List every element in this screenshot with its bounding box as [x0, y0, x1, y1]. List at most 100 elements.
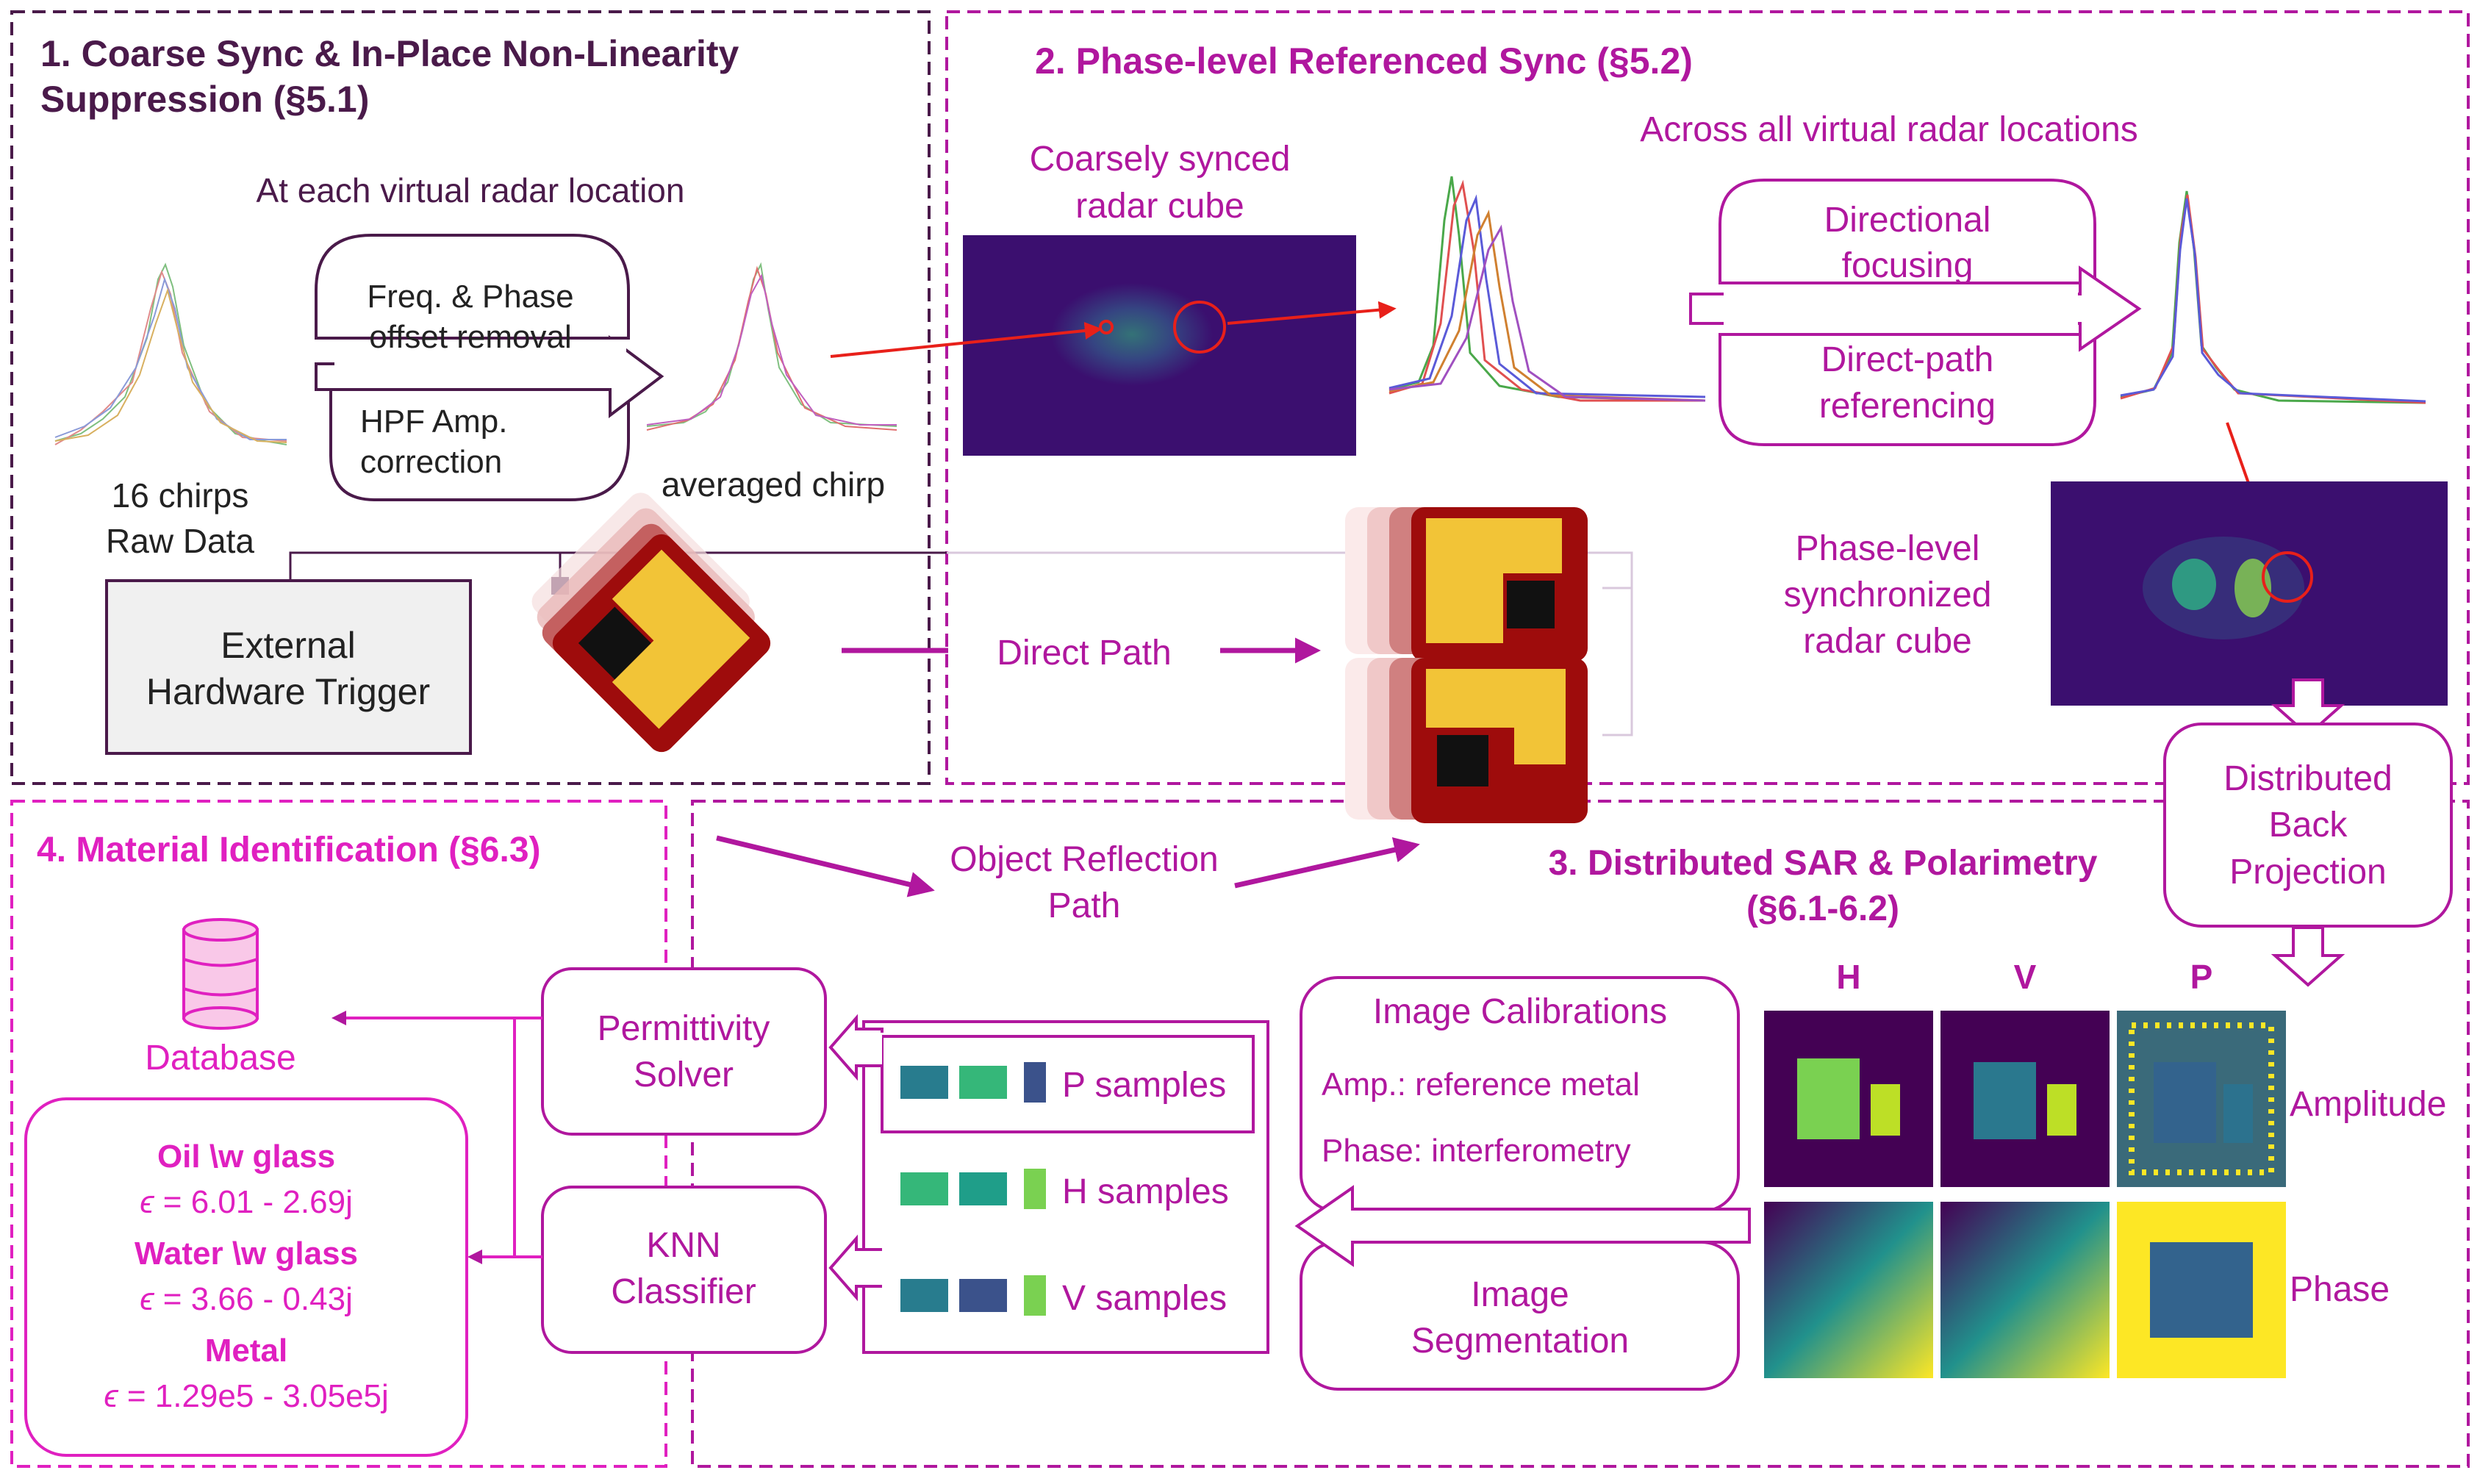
red-arrow-to-cube	[830, 321, 1103, 358]
red-arrow-from-cube	[1227, 301, 1397, 325]
col-p-label: P	[2190, 958, 2213, 996]
calib-phase: Phase: interferometry	[1322, 1133, 1631, 1169]
dbp-line2: Back	[2269, 806, 2348, 845]
section3-title-line2: (§6.1-6.2)	[1746, 889, 1899, 928]
cube-label-line1: Coarsely synced	[1030, 140, 1291, 179]
obj-path-arrow-left	[716, 835, 935, 897]
knn-line1: KNN	[646, 1226, 720, 1265]
result-water-value: ϵ = 3.66 - 0.43j	[140, 1281, 353, 1317]
focus-line2: focusing	[1842, 246, 1974, 285]
section1-title-line2: Suppression (§5.1)	[40, 79, 369, 120]
obj-path-arrow-right	[1234, 837, 1420, 889]
ref-line1: Direct-path	[1821, 340, 1994, 379]
dbp-down-arrow	[2271, 678, 2345, 737]
section1-subtitle: At each virtual radar location	[257, 171, 685, 209]
ref-line2: referencing	[1819, 387, 1996, 426]
section1-title-line1: 1. Coarse Sync & In-Place Non-Linearity	[40, 33, 739, 74]
seg-line2: Segmentation	[1411, 1322, 1629, 1361]
step2-line1: HPF Amp.	[360, 404, 508, 440]
across-label: Across all virtual radar locations	[1640, 110, 2138, 149]
result-water-name: Water \w glass	[135, 1236, 358, 1272]
averaged-chirp-waveform	[646, 262, 897, 431]
trigger-line2: Hardware Trigger	[146, 671, 430, 712]
seg-line1: Image	[1471, 1275, 1569, 1314]
samples-to-solver-arrow	[828, 1014, 884, 1081]
obj-line2: Path	[1048, 886, 1121, 925]
v-samples-label: V samples	[1062, 1279, 1227, 1318]
seg-big-arrow	[1294, 1185, 1751, 1267]
step1-line1: Freq. & Phase	[367, 279, 573, 315]
sync-label-line1: Phase-level	[1796, 529, 1980, 568]
result-oil-value: ϵ = 6.01 - 2.69j	[140, 1184, 353, 1220]
database-label: Database	[145, 1039, 295, 1078]
knn-line2: Classifier	[611, 1272, 756, 1311]
synchronized-waveform	[2120, 190, 2426, 404]
col-h-label: H	[1836, 958, 1860, 996]
coarse-sync-process	[315, 234, 664, 501]
section2-title: 2. Phase-level Referenced Sync (§5.2)	[1035, 40, 1693, 82]
radar-chip-receiver-bottom-icon	[1345, 658, 1588, 823]
h-samples-label: H samples	[1062, 1172, 1229, 1211]
v-samples-swatches	[900, 1275, 1046, 1316]
section4-title: 4. Material Identification (§6.3)	[37, 831, 541, 870]
solver-line2: Solver	[634, 1055, 734, 1094]
p-samples-swatches	[900, 1062, 1046, 1103]
amplitude-v-image	[1940, 1011, 2110, 1187]
trigger-wire	[289, 551, 947, 581]
sync-cube-circle	[2262, 551, 2313, 603]
result-oil-name: Oil \w glass	[157, 1139, 335, 1175]
step2-line2: correction	[360, 444, 502, 480]
sync-cube-halo	[2143, 537, 2304, 639]
sync-label-line2: synchronized	[1784, 576, 1992, 614]
amplitude-p-image	[2117, 1011, 2286, 1187]
coarse-cube-blob	[1051, 283, 1213, 386]
result-metal-value: ϵ = 1.29e5 - 3.05e5j	[104, 1378, 389, 1414]
segmentation-box	[1300, 1241, 1740, 1391]
col-v-label: V	[2014, 958, 2037, 996]
direct-path-label: Direct Path	[997, 634, 1171, 673]
results-box	[24, 1097, 468, 1457]
dbp-out-arrow	[2271, 926, 2345, 987]
result-metal-name: Metal	[205, 1333, 287, 1369]
solver-line1: Permittivity	[598, 1009, 770, 1048]
step1-line2: offset removal	[369, 319, 572, 355]
multi-location-waveforms	[1388, 176, 1706, 402]
section2-border	[945, 10, 2470, 785]
section3-title-line1: 3. Distributed SAR & Polarimetry	[1549, 844, 2098, 883]
trigger-line1: External	[221, 625, 355, 666]
calib-title: Image Calibrations	[1373, 992, 1667, 1031]
sync-cube-blob1	[2172, 559, 2216, 610]
raw-label-line1: 16 chirps	[112, 476, 249, 515]
calib-amp: Amp.: reference metal	[1322, 1067, 1640, 1103]
coarse-cube-circle	[1173, 301, 1226, 354]
phase-sync-process	[1689, 179, 2142, 446]
sync-label-line3: radar cube	[1803, 622, 1971, 661]
row-amplitude-label: Amplitude	[2290, 1085, 2446, 1124]
knn-classifier-box	[541, 1186, 827, 1354]
p-samples-label: P samples	[1062, 1066, 1226, 1105]
obj-line1: Object Reflection	[950, 840, 1219, 879]
section1-border	[10, 10, 931, 785]
radar-chip-receiver-top-icon	[1345, 507, 1588, 662]
row-phase-label: Phase	[2290, 1270, 2390, 1309]
focus-line1: Directional	[1824, 201, 1991, 240]
phase-h-image	[1764, 1202, 1933, 1378]
dbp-line3: Projection	[2229, 853, 2386, 892]
amplitude-h-image	[1764, 1011, 1933, 1187]
section4-border	[10, 800, 667, 1468]
raw-chirps-waveform	[54, 262, 287, 445]
phase-v-image	[1940, 1202, 2110, 1378]
database-icon	[182, 918, 259, 1030]
samples-to-knn-arrow	[828, 1234, 882, 1302]
permittivity-solver-box	[541, 967, 827, 1136]
averaged-chirp-label: averaged chirp	[662, 465, 885, 503]
h-samples-swatches	[900, 1169, 1046, 1209]
external-trigger-box	[105, 579, 472, 755]
cube-label-line2: radar cube	[1075, 187, 1244, 226]
raw-label-line2: Raw Data	[106, 522, 254, 560]
dbp-line1: Distributed	[2223, 759, 2392, 798]
radar-chip-transmitter-icon	[531, 492, 771, 753]
trigger-wire-faint	[947, 551, 1633, 736]
phase-p-image	[2117, 1202, 2286, 1378]
